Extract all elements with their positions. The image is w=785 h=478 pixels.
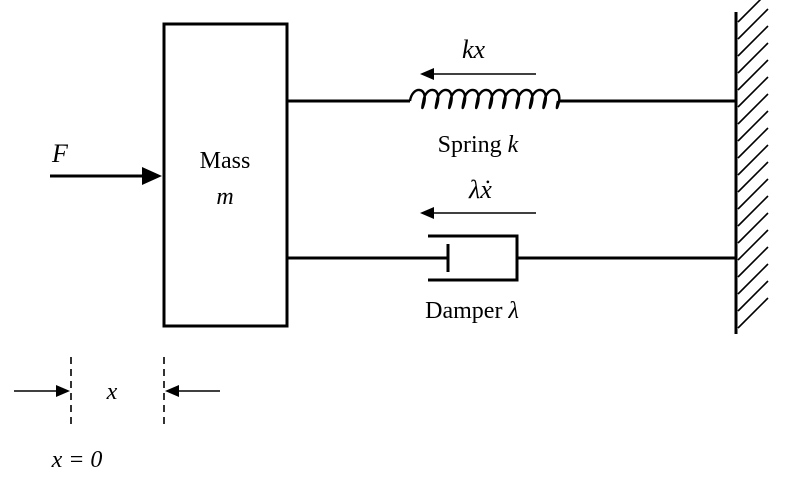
spring-force-arrow bbox=[420, 68, 536, 80]
spring-coil-icon bbox=[408, 88, 561, 110]
hatch-line bbox=[737, 42, 769, 74]
force-label: F bbox=[51, 139, 69, 168]
hatch-line bbox=[737, 127, 769, 159]
hatch-line bbox=[737, 280, 769, 312]
hatch-line bbox=[737, 195, 769, 227]
hatch-line bbox=[737, 212, 769, 244]
damper-force-arrow bbox=[420, 207, 536, 219]
damper-force-label: λẋ bbox=[468, 175, 492, 204]
origin-label: x = 0 bbox=[51, 447, 103, 473]
damper-label-text: Damper bbox=[425, 298, 502, 324]
fixed-wall bbox=[734, 0, 769, 334]
spring-symbol: k bbox=[508, 132, 519, 158]
damper-force-arrowhead-icon bbox=[420, 207, 434, 219]
hatch-line bbox=[737, 144, 769, 176]
spring-force-arrowhead-icon bbox=[420, 68, 434, 80]
hatch-line bbox=[737, 110, 769, 142]
hatch-line bbox=[737, 0, 762, 23]
wall-hatching bbox=[737, 0, 769, 329]
hatch-line bbox=[737, 246, 769, 278]
right-arrowhead-icon bbox=[165, 385, 179, 397]
hatch-line bbox=[737, 297, 769, 329]
mass-block bbox=[162, 22, 289, 328]
mass-symbol: m bbox=[216, 184, 233, 210]
hatch-line bbox=[737, 8, 769, 40]
spring-element bbox=[287, 88, 736, 110]
left-arrowhead-icon bbox=[56, 385, 70, 397]
hatch-line bbox=[737, 178, 769, 210]
hatch-line bbox=[737, 229, 769, 261]
hatch-line bbox=[737, 93, 769, 125]
damper-element bbox=[287, 234, 736, 282]
force-arrowhead-icon bbox=[142, 167, 162, 185]
displacement-indicator bbox=[14, 357, 220, 428]
displacement-label: x bbox=[106, 379, 118, 405]
damper-label: Damper λ bbox=[425, 298, 519, 324]
hatch-line bbox=[737, 263, 769, 295]
mass-label: Mass bbox=[200, 148, 251, 174]
spring-label: Spring k bbox=[438, 132, 519, 158]
hatch-line bbox=[737, 161, 769, 193]
force-arrow bbox=[50, 167, 162, 185]
spring-coil-path bbox=[408, 88, 561, 110]
spring-label-text: Spring bbox=[438, 132, 502, 158]
spring-force-label: kx bbox=[462, 35, 486, 64]
hatch-line bbox=[737, 25, 769, 57]
hatch-line bbox=[737, 59, 769, 91]
hatch-line bbox=[737, 76, 769, 108]
damper-symbol: λ bbox=[507, 298, 518, 324]
